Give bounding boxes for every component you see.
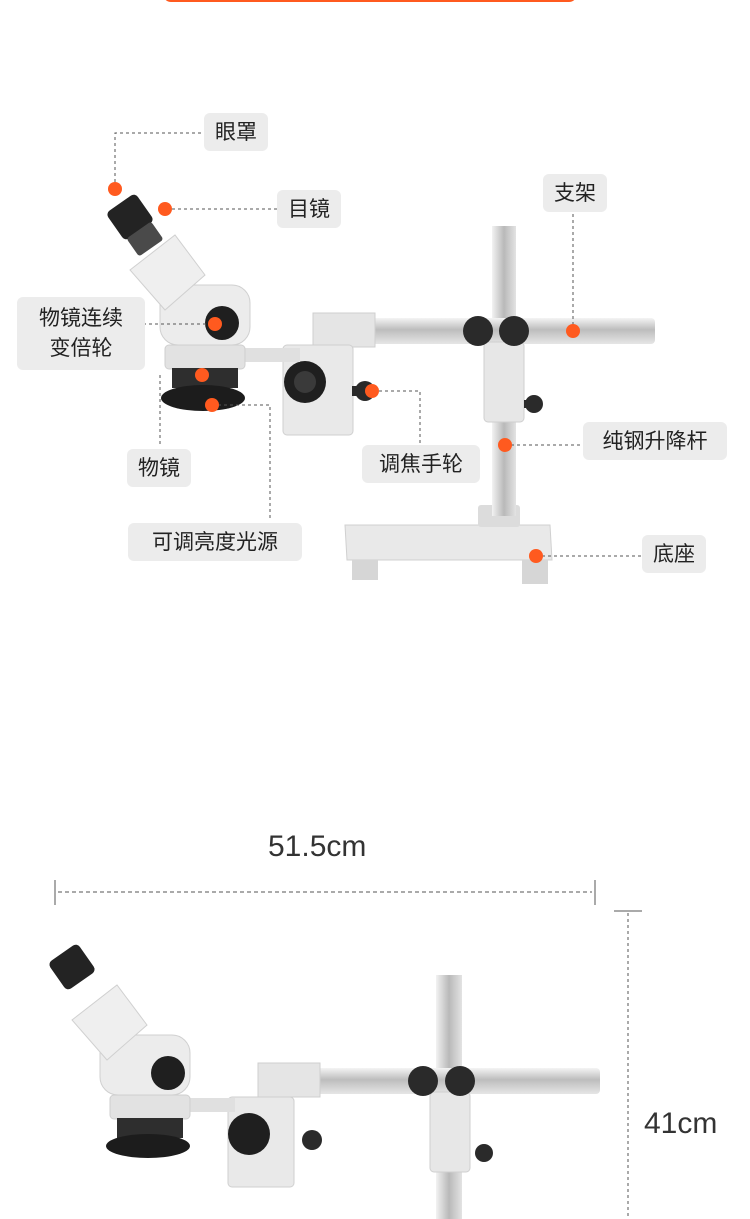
microscope-head xyxy=(107,194,251,411)
base-plate xyxy=(344,505,553,584)
dimension-microscope xyxy=(49,944,600,1219)
label-zoom-knob-line2: 变倍轮 xyxy=(49,336,113,361)
microscope-diagram xyxy=(107,132,655,584)
label-focus-knob: 调焦手轮 xyxy=(362,445,480,484)
label-eyepiece: 目镜 xyxy=(277,190,341,229)
horizontal-arm xyxy=(340,318,655,344)
label-light-source: 可调亮度光源 xyxy=(128,523,302,562)
label-base: 底座 xyxy=(642,535,706,574)
top-accent-bar xyxy=(163,0,577,2)
dimension-height: 41cm xyxy=(644,1107,718,1140)
label-zoom-knob: 物镜连续 变倍轮 xyxy=(17,297,145,370)
label-steel-column: 纯钢升降杆 xyxy=(583,422,727,461)
callout-dots xyxy=(108,182,580,563)
dimension-width: 51.5cm xyxy=(268,830,367,863)
label-zoom-knob-line1: 物镜连续 xyxy=(39,306,123,330)
label-objective: 物镜 xyxy=(127,449,191,488)
label-stand: 支架 xyxy=(543,174,607,213)
label-eyecup: 眼罩 xyxy=(204,113,268,152)
